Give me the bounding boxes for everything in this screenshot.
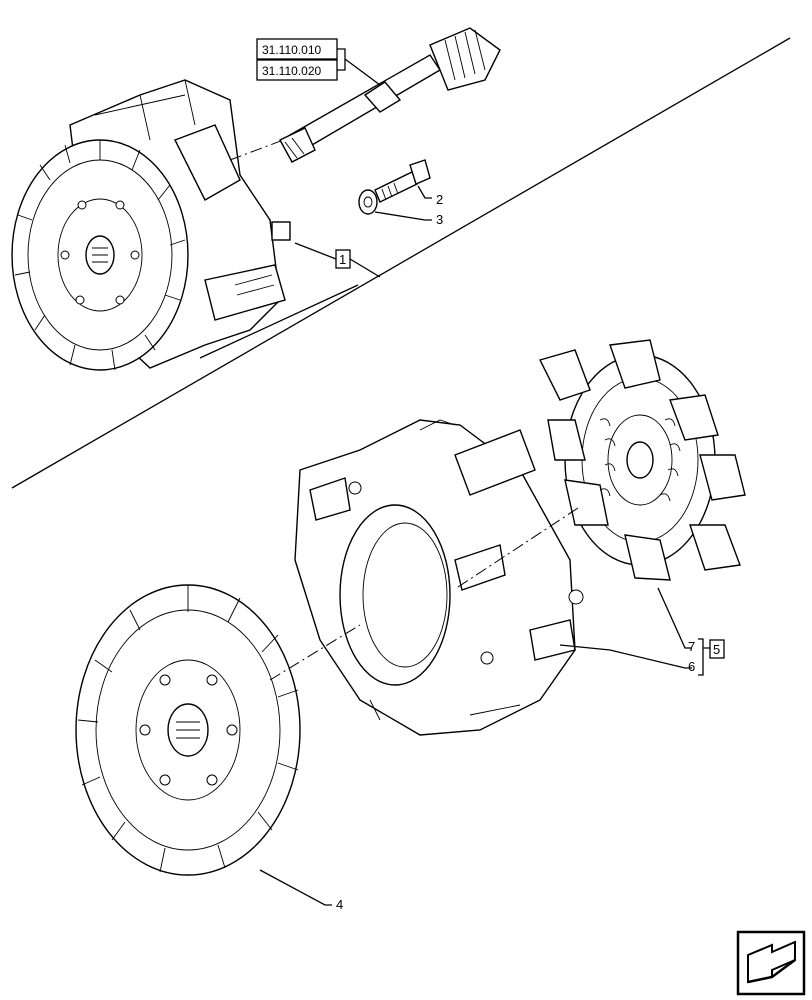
reference-text-1: 31.110.010 (262, 43, 321, 57)
section-divider-line (11, 37, 791, 489)
clutch-disc-4[interactable] (75, 584, 301, 876)
callout-box-5[interactable]: 5 (709, 639, 725, 659)
callout-5: 5 (713, 642, 720, 657)
washer-3[interactable] (358, 189, 378, 215)
callout-3: 3 (436, 212, 443, 227)
reference-box-31-110-020[interactable]: 31.110.020 (256, 59, 338, 81)
callout-2: 2 (436, 192, 443, 207)
callout-7: 7 (688, 639, 695, 654)
pressure-plate-6[interactable] (294, 419, 584, 736)
callout-6: 6 (688, 659, 695, 674)
bolt-2[interactable] (374, 159, 431, 203)
reference-box-31-110-010[interactable]: 31.110.010 (256, 38, 338, 60)
clutch-assembly-1[interactable] (11, 79, 311, 371)
friction-disc-5[interactable] (538, 339, 746, 581)
callout-4: 4 (336, 897, 343, 912)
callout-box-1[interactable]: 1 (335, 249, 351, 269)
callout-1: 1 (339, 252, 346, 267)
reference-text-2: 31.110.020 (262, 64, 321, 78)
next-page-arrow-icon[interactable] (736, 930, 806, 996)
input-shaft[interactable] (279, 27, 501, 163)
